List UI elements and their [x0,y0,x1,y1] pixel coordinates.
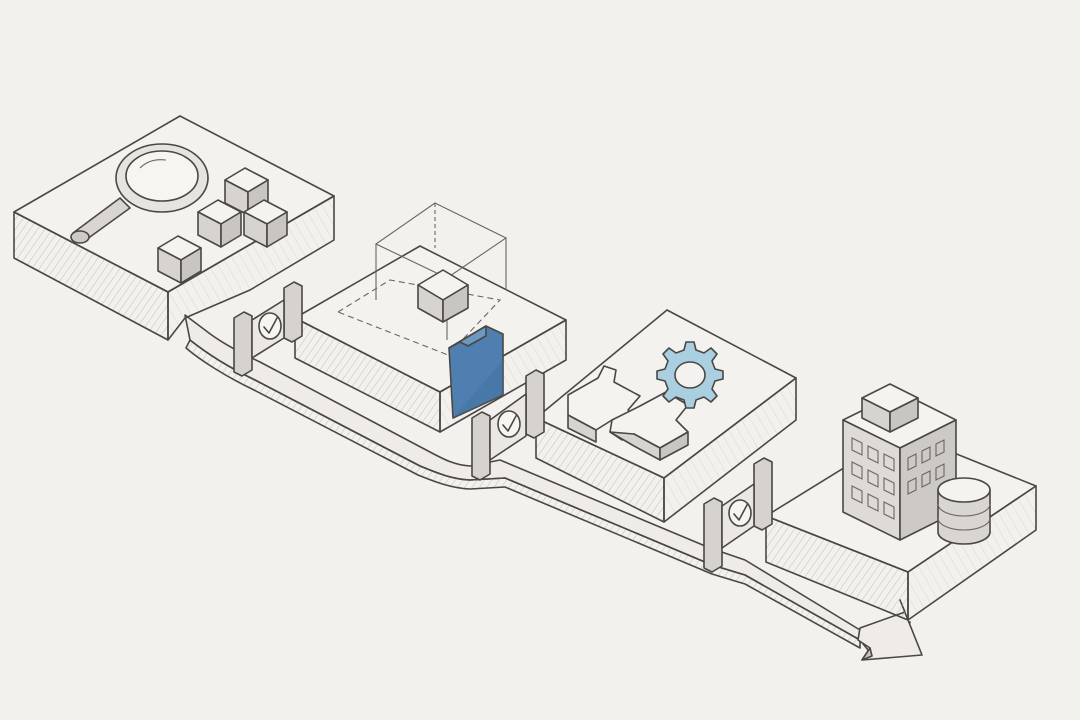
checkmark-icon [497,410,521,438]
database-icon [937,477,991,545]
checkpoint-gate-1 [233,281,303,377]
checkmark-icon [728,499,752,527]
checkmark-icon [258,312,282,340]
folder-icon [448,325,504,419]
cube-icon [417,269,469,323]
magnifier-icon [70,143,209,244]
checkpoint-gate-3 [703,457,773,573]
gear-icon [656,341,724,409]
puzzle-icon [567,365,689,461]
cube-cluster-icon [157,167,288,284]
checkpoint-gate-2 [471,369,545,481]
